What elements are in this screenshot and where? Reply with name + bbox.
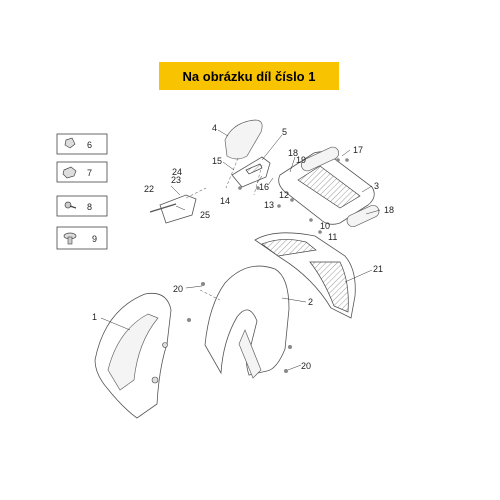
part-2-fender <box>199 265 290 379</box>
callouts: 4 5 15 18 19 17 3 18 16 12 13 14 10 11 2… <box>92 123 394 371</box>
legend-number: 7 <box>87 168 92 178</box>
callout-21: 21 <box>373 264 383 274</box>
callout-3: 3 <box>374 181 379 191</box>
callout-18a: 18 <box>288 148 298 158</box>
legend-item-7: 7 <box>56 161 108 183</box>
highlighted-part-banner: Na obrázku díl číslo 1 <box>159 62 339 90</box>
callout-19: 19 <box>296 155 306 165</box>
callout-16: 16 <box>259 182 269 192</box>
callout-14: 14 <box>220 196 230 206</box>
callout-20a: 20 <box>173 284 183 294</box>
leader-lines <box>100 129 381 371</box>
part-4-cover <box>224 119 263 189</box>
callout-2: 2 <box>308 297 313 307</box>
callout-12: 12 <box>279 190 289 200</box>
screw-group <box>187 158 349 373</box>
screw-icon <box>64 201 77 209</box>
callout-1: 1 <box>92 312 97 322</box>
callout-13: 13 <box>264 200 274 210</box>
callout-15: 15 <box>212 156 222 166</box>
callout-25: 25 <box>200 210 210 220</box>
callout-24: 24 <box>172 167 182 177</box>
legend-number: 8 <box>87 202 92 212</box>
callout-4: 4 <box>212 123 217 133</box>
callout-23: 23 <box>171 175 181 185</box>
clip-icon <box>64 137 76 149</box>
legend-item-8: 8 <box>56 195 108 217</box>
part-21-rear-panel <box>254 232 356 319</box>
legend-item-6: 6 <box>56 133 108 155</box>
banner-text: Na obrázku díl číslo 1 <box>182 68 316 84</box>
callout-11: 11 <box>328 232 337 242</box>
legend-number: 9 <box>92 234 97 244</box>
part-3-holder <box>278 146 380 227</box>
part-25-plate <box>149 187 207 224</box>
callout-10: 10 <box>320 221 330 231</box>
part-5-bracket <box>231 156 271 196</box>
nut-icon <box>62 166 77 179</box>
legend-number: 6 <box>87 140 92 150</box>
part-1-mudguard <box>94 292 172 419</box>
legend-item-9: 9 <box>56 226 108 250</box>
callout-20b: 20 <box>301 361 311 371</box>
grommet-icon <box>63 232 77 245</box>
callout-17: 17 <box>353 145 363 155</box>
callout-5: 5 <box>282 127 287 137</box>
callout-22: 22 <box>144 184 154 194</box>
callout-18b: 18 <box>384 205 394 215</box>
